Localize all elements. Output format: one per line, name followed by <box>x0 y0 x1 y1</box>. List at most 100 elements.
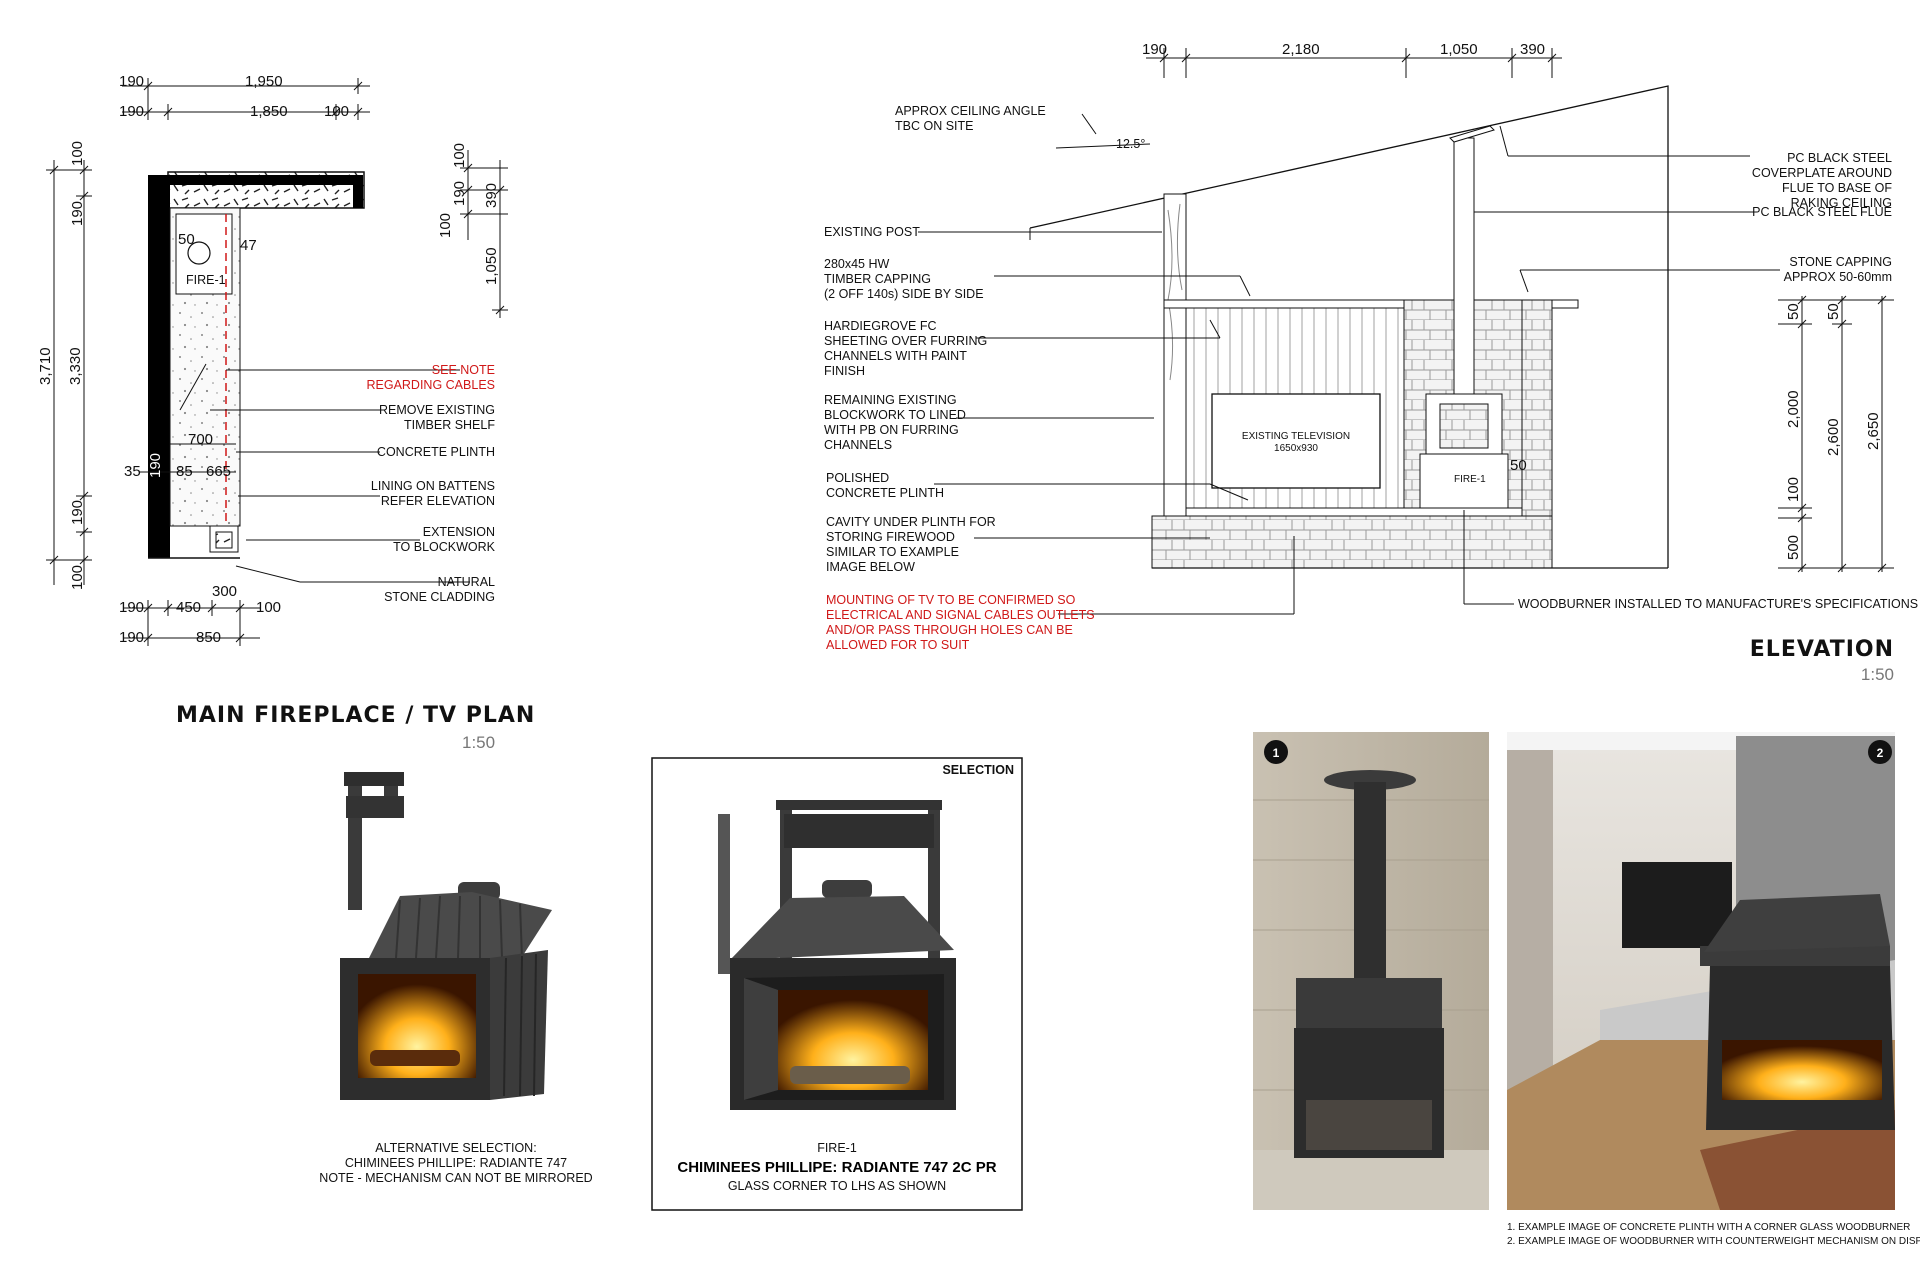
elev-television <box>1211 393 1381 489</box>
plan-dim-bot-190b: 190 <box>119 629 144 646</box>
elev-concrete-plinth <box>1185 507 1523 517</box>
elev-right-leaders <box>1463 125 1780 605</box>
plan-right-dimensions <box>460 150 508 318</box>
elev-dim-2000: 2,000 <box>1785 390 1802 428</box>
elev-callout-woodburner: WOODBURNER INSTALLED TO MANUFACTURE'S SP… <box>1518 597 1918 611</box>
plan-back-wall <box>148 180 170 558</box>
elev-existing-post <box>1163 193 1187 569</box>
plan-dim-right-100b: 100 <box>437 213 454 238</box>
plan-dim-left-100a: 100 <box>69 141 86 166</box>
plan-title: MAIN FIREPLACE / TV PLAN <box>176 703 535 728</box>
example-photo-1: 1 <box>1253 732 1489 1210</box>
elev-fire-unit <box>1419 453 1509 509</box>
elev-left-leaders <box>918 231 1295 615</box>
plan-dim-top-1850: 1,850 <box>250 103 288 120</box>
elev-raking-ceiling <box>1029 85 1669 568</box>
selection-note: GLASS CORNER TO LHS AS SHOWN <box>728 1179 946 1193</box>
example-note-2: 2. EXAMPLE IMAGE OF WOODBURNER WITH COUN… <box>1507 1236 1920 1247</box>
plan-callout-plinth: CONCRETE PLINTH <box>377 445 495 459</box>
elev-dim-500: 500 <box>1785 535 1802 560</box>
plan-dim-top-1950: 1,950 <box>245 73 283 90</box>
selection-name: CHIMINEES PHILLIPE: RADIANTE 747 2C PR <box>677 1159 996 1176</box>
plan-dim-left-100b: 100 <box>69 565 86 590</box>
plan-dim-190-wall: 190 <box>147 453 164 478</box>
selection-code: FIRE-1 <box>817 1141 857 1155</box>
plan-bottom-dimensions <box>124 600 260 646</box>
elev-coverplate <box>1449 125 1495 143</box>
fireplace-elevation: 190 2,180 1,050 390 APPROX CEILING ANGLE… <box>824 41 1918 684</box>
example-badge-1 <box>1264 740 1288 764</box>
elev-fire-dim: 50 <box>1510 457 1527 474</box>
plan-dim-35: 35 <box>124 463 141 480</box>
elev-callout-flue: PC BLACK STEEL FLUE <box>1752 205 1892 219</box>
plan-flue-circle <box>187 241 211 265</box>
example-badge-1-text: 1 <box>1273 746 1280 760</box>
plan-left-dimensions <box>46 160 92 585</box>
elev-dim-top-390: 390 <box>1520 41 1545 58</box>
example-badge-2 <box>1868 740 1892 764</box>
plan-dim-bot-100: 100 <box>256 599 281 616</box>
example-photo-2: 2 <box>1507 732 1895 1210</box>
elev-scale: 1:50 <box>1861 665 1894 684</box>
plan-dim-left-190b: 190 <box>69 500 86 525</box>
elev-plinth-cavity-stone <box>1151 515 1553 569</box>
elev-dim-50a: 50 <box>1785 303 1802 320</box>
example-note-1: 1. EXAMPLE IMAGE OF CONCRETE PLINTH WITH… <box>1507 1222 1910 1233</box>
plan-scale: 1:50 <box>462 733 495 752</box>
elev-top-dimensions <box>1146 48 1562 78</box>
plan-top-wall <box>148 175 363 208</box>
selection-tag: SELECTION <box>942 763 1014 777</box>
elev-title: ELEVATION <box>1750 637 1894 662</box>
elev-dim-100: 100 <box>1785 477 1802 502</box>
plan-dim-top-190b: 190 <box>119 103 144 120</box>
plan-dim-top-190a: 190 <box>119 73 144 90</box>
elev-right-dimensions <box>1778 295 1894 573</box>
plan-dim-right-390: 390 <box>483 183 500 208</box>
elev-dim-50b: 50 <box>1825 303 1842 320</box>
plan-dim-bot-190a: 190 <box>119 599 144 616</box>
alternative-caption: ALTERNATIVE SELECTION:CHIMINEES PHILLIPE… <box>319 1141 592 1185</box>
elev-angle: 12.5° <box>1116 137 1145 151</box>
selected-fire-image <box>718 800 956 1110</box>
alternative-fire-image <box>340 772 552 1100</box>
elev-callout-post: EXISTING POST <box>824 225 920 239</box>
plan-dim-right-190: 190 <box>451 181 468 206</box>
plan-dim-right-100a: 100 <box>451 143 468 168</box>
plan-dim-85: 85 <box>176 463 193 480</box>
plan-leaders <box>179 363 470 583</box>
example-badge-2-text: 2 <box>1877 746 1884 760</box>
plan-dim-top-100: 100 <box>324 103 349 120</box>
elev-dim-2600: 2,600 <box>1825 418 1842 456</box>
plan-dim-left-3330: 3,330 <box>67 347 84 385</box>
plan-dim-700: 700 <box>188 431 213 448</box>
plan-dim-bot-850: 850 <box>196 629 221 646</box>
plan-dim-50: 50 <box>178 231 195 248</box>
plan-dim-47: 47 <box>240 237 257 254</box>
elev-dim-top-2180: 2,180 <box>1282 41 1320 58</box>
plan-dim-right-1050: 1,050 <box>483 247 500 285</box>
elev-dim-2650: 2,650 <box>1865 412 1882 450</box>
fireplace-plan: 190 1,950 190 1,850 100 100 190 3,710 3,… <box>37 73 535 752</box>
elev-timber-capping <box>1163 299 1579 309</box>
plan-dim-left-3710: 3,710 <box>37 347 54 385</box>
plan-dim-bot-450: 450 <box>176 599 201 616</box>
plan-dim-left-190a: 190 <box>69 201 86 226</box>
plan-fire-tag: FIRE-1 <box>186 273 226 287</box>
plan-top-dimensions <box>122 78 370 120</box>
